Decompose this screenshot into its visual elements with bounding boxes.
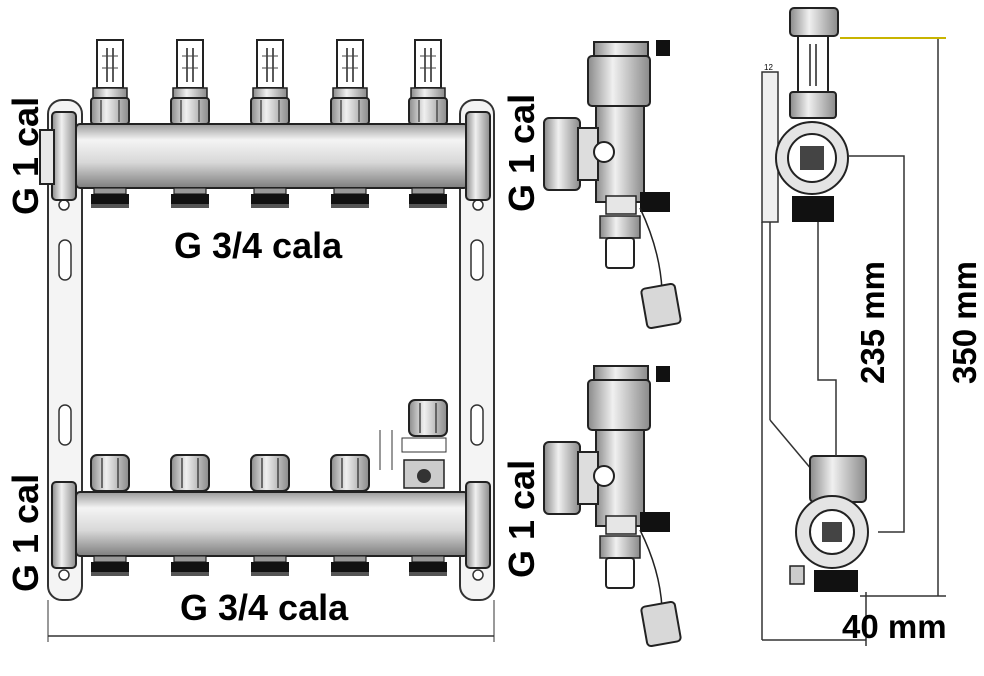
label-left-bottom-side: G 1 cal (5, 474, 46, 592)
dimension-lines (762, 37, 946, 646)
valve-cap-3 (250, 454, 290, 492)
manifold-front-view (39, 39, 495, 642)
valve-cap-2 (170, 454, 210, 492)
valve-cap-1 (90, 454, 130, 492)
label-mid-bottom-side: G 1 cal (501, 460, 542, 578)
label-mid-top-side: G 1 cal (501, 94, 542, 212)
manifold-side-view: 12 (761, 7, 946, 646)
label-dim-depth: 40 mm (842, 608, 947, 645)
end-fitting-bottom (543, 365, 682, 648)
label-dim-outer: 350 mm (946, 261, 983, 384)
label-left-top-side: G 1 cal (5, 97, 46, 215)
supply-manifold-bar (75, 123, 469, 189)
spec-detail (379, 430, 447, 489)
return-manifold-bar (75, 491, 469, 557)
label-dim-inner: 235 mm (854, 261, 891, 384)
left-bracket (47, 99, 83, 601)
label-bottom-outlets: G 3/4 cala (180, 587, 349, 628)
svg-text:12: 12 (764, 63, 773, 72)
end-fitting-top (543, 40, 682, 330)
label-top-outlets: G 3/4 cala (174, 225, 343, 266)
valve-cap-4 (330, 454, 370, 492)
right-bracket (459, 99, 495, 601)
